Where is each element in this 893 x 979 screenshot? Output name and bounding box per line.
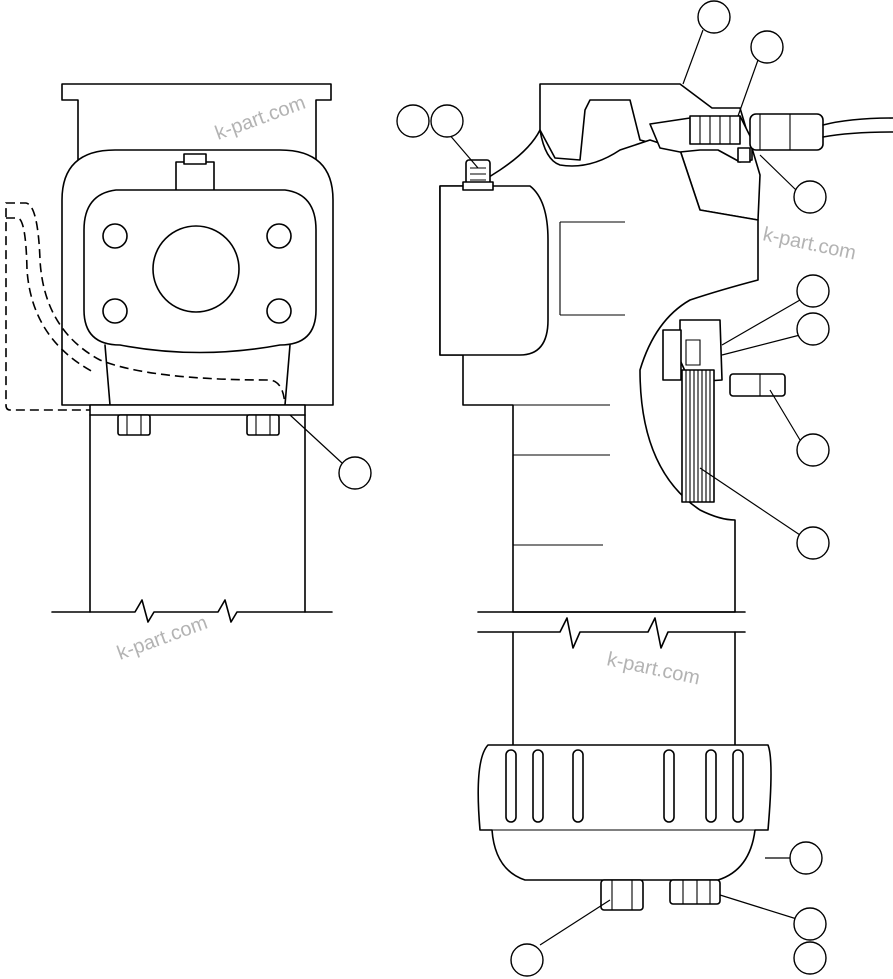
- left-filter-shell: [89, 414, 306, 613]
- left-bolt-hole-3: [102, 298, 128, 324]
- callout-circle-13: [793, 941, 827, 975]
- watermark-4: k-part.com: [605, 648, 702, 689]
- left-side-view: [5, 83, 334, 623]
- callout-circle-5: [793, 180, 827, 214]
- callout-circle-6: [796, 274, 830, 308]
- callout-leaders: [289, 29, 801, 946]
- callout-circle-14: [510, 943, 544, 977]
- callout-circle-9: [796, 526, 830, 560]
- filter-element-pleats: [685, 370, 711, 502]
- right-break-line: [477, 617, 746, 649]
- sensor-wire-1: [822, 117, 893, 126]
- callout-circle-1: [697, 0, 731, 34]
- callout-circle-7: [796, 312, 830, 346]
- side-port-fitting: [729, 373, 786, 397]
- left-drain-hose: [5, 202, 286, 411]
- sensor-connector: [749, 113, 824, 151]
- left-base-band: [89, 404, 306, 416]
- callout-circle-3: [396, 104, 430, 138]
- bowl-drain-plug-1: [600, 879, 644, 911]
- left-top-boss: [175, 161, 215, 193]
- left-bolt-head-2: [246, 414, 280, 436]
- left-bolt-hole-4: [266, 298, 292, 324]
- callout-circle-10: [338, 456, 372, 490]
- bowl-ribs: [505, 749, 744, 823]
- left-bolt-head-1: [117, 414, 151, 436]
- callout-circle-2: [750, 30, 784, 64]
- callout-circle-11: [789, 841, 823, 875]
- left-top-plate: [61, 83, 332, 171]
- callout-circle-4: [430, 104, 464, 138]
- left-bolt-hole-1: [102, 223, 128, 249]
- callout-circle-12: [793, 907, 827, 941]
- sensor-body: [689, 115, 741, 145]
- watermark-2: k-part.com: [761, 223, 858, 264]
- right-inlet-block: [439, 185, 549, 356]
- callout-circles: [338, 0, 830, 977]
- right-section-view: [439, 83, 893, 911]
- watermark-3: k-part.com: [114, 612, 210, 665]
- right-filter-shell: [512, 631, 736, 746]
- watermark-1: k-part.com: [212, 92, 308, 145]
- filter-bowl: [477, 744, 772, 881]
- callout-circle-8: [796, 433, 830, 467]
- left-break-line: [51, 599, 333, 623]
- left-bolt-hole-2: [266, 223, 292, 249]
- left-flange-port: [152, 225, 240, 313]
- sensor-wire-2: [822, 131, 893, 138]
- bowl-drain-plug-2: [669, 879, 721, 905]
